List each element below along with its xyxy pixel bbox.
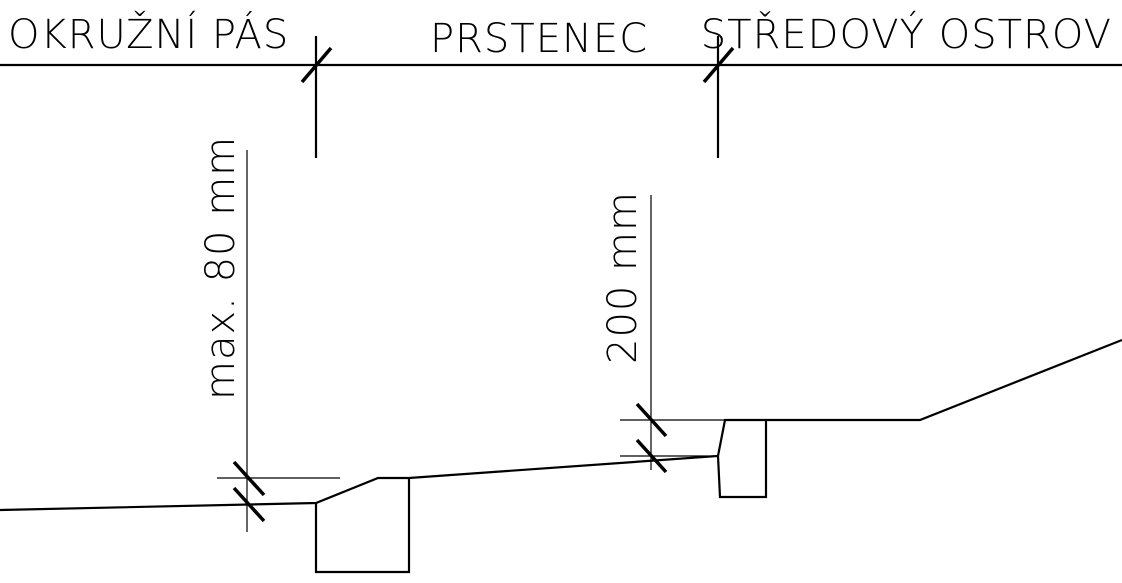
dimension-tick-left-bottom [232, 486, 266, 523]
zone-label-right: STŘEDOVÝ OSTROV [701, 10, 1112, 58]
left-curb [314, 478, 411, 574]
dimension-tick-right-top [635, 402, 668, 438]
dimension-tick-right-bottom [635, 438, 668, 474]
separator-tick-left [300, 46, 333, 84]
right-curb [716, 420, 768, 499]
surface-profile [0, 338, 1122, 512]
dimension-tick-left-top [232, 460, 266, 497]
separator-tick-right [702, 46, 735, 84]
zone-label-middle: PRSTENEC [430, 16, 648, 62]
dimension-label-right: 200 mm [600, 191, 646, 364]
zone-label-left: OKRUŽNÍ PÁS [8, 10, 289, 58]
dimension-label-left: max. 80 mm [198, 136, 244, 400]
